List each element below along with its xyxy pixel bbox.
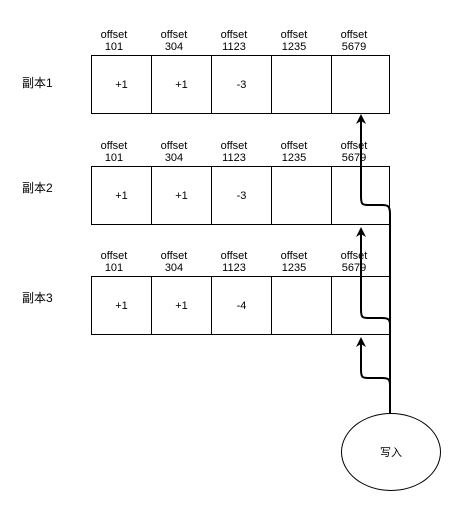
replica-3-cell: [332, 277, 389, 334]
replica-2-cell: -3: [212, 167, 272, 224]
replica-2-offset-header-1: offset 101: [89, 140, 139, 164]
offset-value: 1235: [281, 262, 307, 274]
replica-3-offset-header-3: offset 1123: [209, 250, 259, 274]
offset-word: offset: [280, 29, 308, 41]
offset-word: offset: [160, 140, 188, 152]
arrow-to-replica-3: [360, 344, 391, 386]
replica-3-offset-header-2: offset 304: [149, 250, 199, 274]
offset-value: 1123: [222, 262, 246, 274]
offset-word: offset: [280, 250, 308, 262]
replica-3-label: 副本3: [22, 291, 53, 305]
replica-1-cell: +1: [152, 56, 212, 113]
write-label: 写入: [380, 447, 402, 459]
offset-value: 304: [164, 152, 184, 164]
offset-value: 101: [104, 262, 124, 274]
replica-1-offset-header-4: offset 1235: [269, 29, 319, 53]
replica-1-offset-header-1: offset 101: [89, 29, 139, 53]
replica-1-cell: [332, 56, 389, 113]
offset-word: offset: [160, 29, 188, 41]
replica-2-cell: +1: [152, 167, 212, 224]
offset-value: 1123: [222, 41, 246, 53]
replica-1-cell: -3: [212, 56, 272, 113]
offset-value: 5679: [341, 41, 367, 53]
replica-1-offset-header-5: offset 5679: [329, 29, 379, 53]
offset-value: 304: [164, 262, 184, 274]
replica-3-offset-header-1: offset 101: [89, 250, 139, 274]
arrow-head-replica-2: [356, 227, 366, 237]
arrow-head-replica-1: [356, 114, 366, 124]
replica-1-row: +1 +1 -3: [91, 55, 390, 114]
replica-3-offset-header-4: offset 1235: [269, 250, 319, 274]
offset-value: 1235: [281, 152, 307, 164]
replica-1-cell: +1: [92, 56, 152, 113]
offset-value: 5679: [341, 262, 367, 274]
replica-3-cell: -4: [212, 277, 272, 334]
offset-word: offset: [340, 29, 368, 41]
replica-1-offset-header-3: offset 1123: [209, 29, 259, 53]
offset-value: 5679: [341, 152, 367, 164]
offset-value: 1123: [222, 152, 246, 164]
offset-value: 304: [164, 41, 184, 53]
offset-word: offset: [100, 29, 128, 41]
replica-1-offset-header-2: offset 304: [149, 29, 199, 53]
replica-2-row: +1 +1 -3: [91, 166, 390, 225]
replica-2-offset-header-2: offset 304: [149, 140, 199, 164]
replica-3-cell: +1: [92, 277, 152, 334]
replica-3-row: +1 +1 -4: [91, 276, 390, 335]
replica-3-cell: +1: [152, 277, 212, 334]
offset-word: offset: [100, 250, 128, 262]
replica-2-cell: +1: [92, 167, 152, 224]
replica-2-offset-header-5: offset 5679: [329, 140, 379, 164]
offset-value: 101: [104, 152, 124, 164]
arrow-head-replica-3: [356, 337, 366, 347]
replica-2-cell: [332, 167, 389, 224]
offset-word: offset: [220, 29, 248, 41]
replica-2-label: 副本2: [22, 181, 53, 195]
offset-word: offset: [100, 140, 128, 152]
replica-3-offset-header-5: offset 5679: [329, 250, 379, 274]
replica-3-cell: [272, 277, 332, 334]
offset-word: offset: [340, 250, 368, 262]
offset-word: offset: [220, 140, 248, 152]
offset-word: offset: [220, 250, 248, 262]
replica-1-label: 副本1: [22, 76, 53, 90]
offset-value: 1235: [281, 41, 307, 53]
replica-2-offset-header-4: offset 1235: [269, 140, 319, 164]
replica-1-cell: [272, 56, 332, 113]
offset-word: offset: [160, 250, 188, 262]
write-node: 写入: [341, 413, 441, 491]
replica-2-cell: [272, 167, 332, 224]
offset-value: 101: [104, 41, 124, 53]
offset-word: offset: [280, 140, 308, 152]
replica-2-offset-header-3: offset 1123: [209, 140, 259, 164]
offset-word: offset: [340, 140, 368, 152]
